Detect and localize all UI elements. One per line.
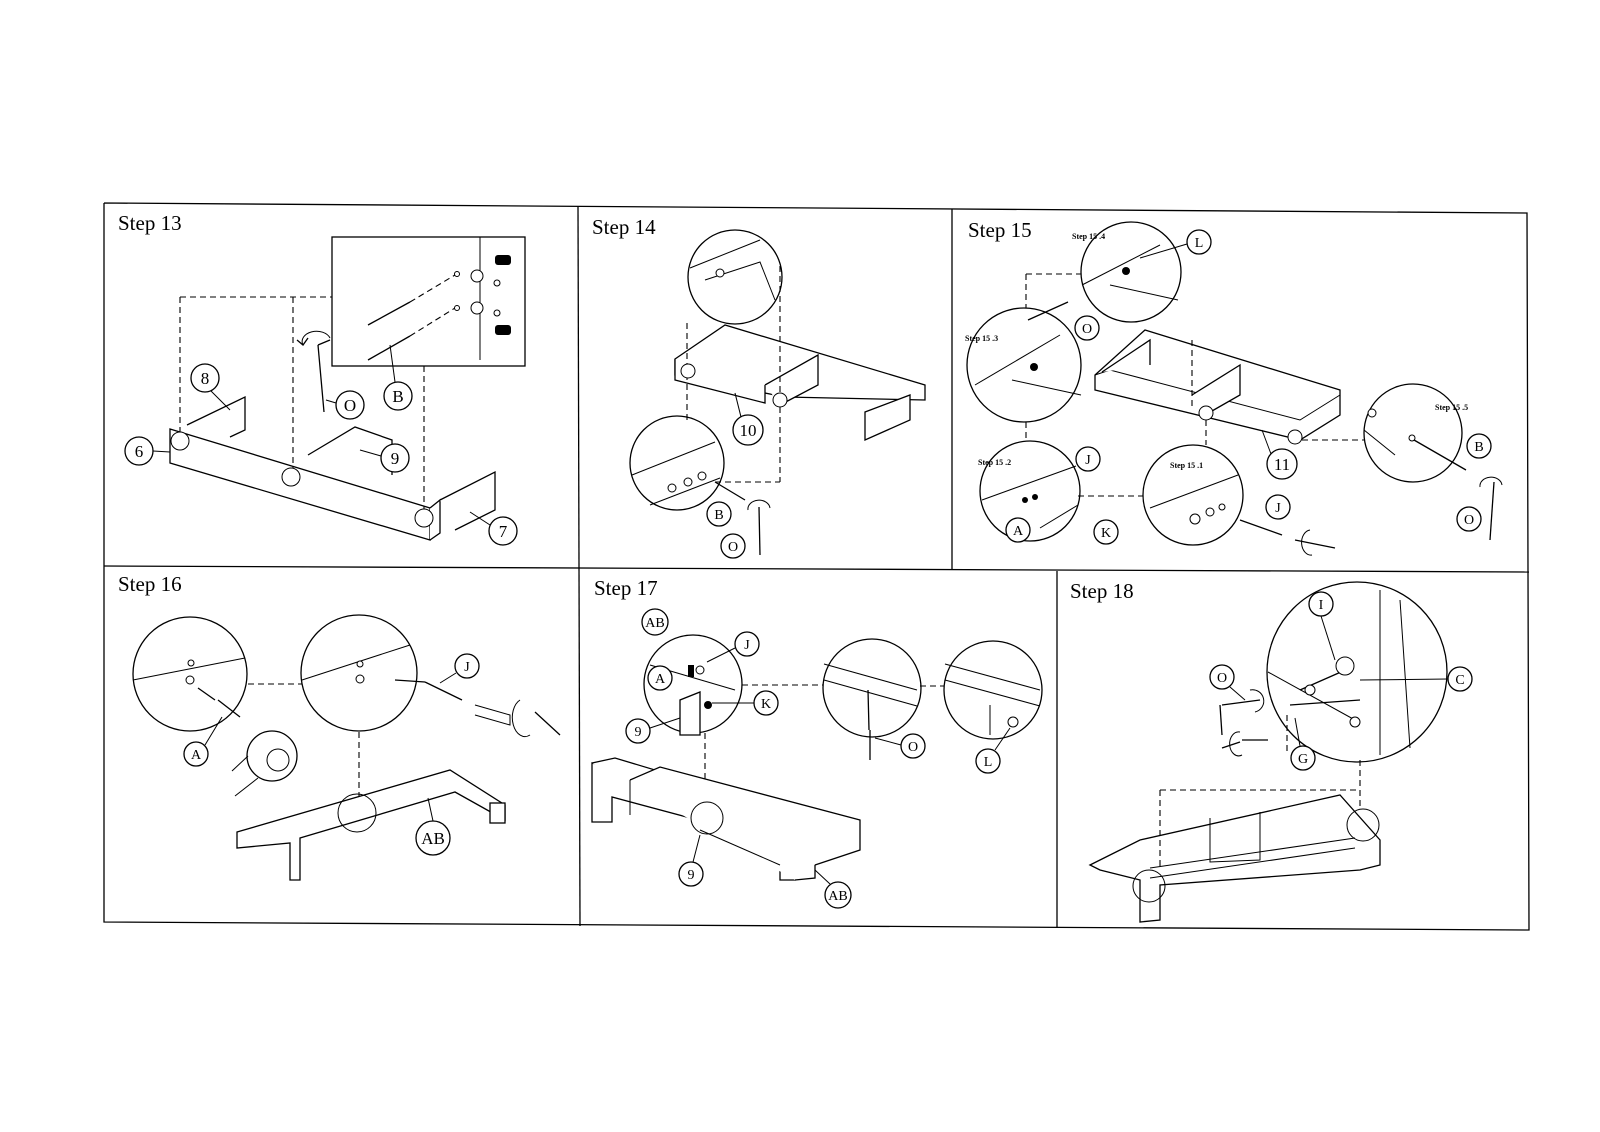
hardware-label-B-2: B	[1474, 440, 1483, 455]
hardware-label-K: K	[1101, 526, 1111, 541]
tool-label-O: O	[728, 540, 738, 555]
substep-15-2: Step 15 .2	[978, 458, 1011, 467]
step-16-title: Step 16	[118, 572, 182, 596]
step-15-callouts: L O J A K J 11 B O	[1005, 229, 1503, 556]
substep-15-3: Step 15 .3	[965, 334, 998, 343]
part-label-10: 10	[740, 421, 757, 440]
hardware-label-C: C	[1455, 673, 1464, 688]
step-14-title: Step 14	[592, 215, 656, 239]
step-16-detail-circles	[132, 614, 561, 815]
step-17-assembly	[591, 757, 861, 881]
step-14-detail-circles	[629, 229, 783, 511]
substep-15-5: Step 15 .5	[1435, 403, 1468, 412]
part-label-8: 8	[201, 369, 210, 388]
step-15-detail-circles: Step 15 .4 Step 15 .3 Step 15 .2 Step 15…	[965, 221, 1468, 546]
tool-label-O: O	[344, 396, 356, 415]
tool-label-O: O	[908, 740, 918, 755]
hardware-label-B: B	[392, 387, 403, 406]
step-14-cabinet	[674, 266, 926, 483]
tool-label-O: O	[1082, 322, 1092, 337]
step-17-callouts: AB J A K 9 O L 9 AB	[625, 608, 1011, 909]
hardware-label-K: K	[761, 697, 771, 712]
step-13-title: Step 13	[118, 211, 182, 235]
step-18-tools	[1219, 689, 1288, 757]
panel-step-14: Step 14 10	[592, 215, 926, 559]
step-18-detail-circle	[1266, 581, 1448, 763]
panel-step-16: Step 16	[118, 572, 561, 881]
part-label-6: 6	[135, 442, 144, 461]
hardware-label-A: A	[1013, 524, 1024, 539]
substep-15-1: Step 15 .1	[1170, 461, 1203, 470]
hardware-label-G: G	[1298, 752, 1308, 767]
part-label-AB: AB	[421, 829, 445, 848]
step-14-callouts: 10 B O	[706, 392, 771, 559]
panel-step-18: Step 18	[1070, 579, 1473, 923]
step-15-title: Step 15	[968, 218, 1032, 242]
step-16-base-frame	[236, 769, 506, 881]
panel-step-15: Step 15 Step 15 .4 Step 15 .3 Step 15 .2…	[965, 218, 1503, 556]
hardware-label-J: J	[744, 638, 750, 653]
part-label-AB: AB	[645, 616, 664, 631]
step-16-callouts: J A AB	[183, 653, 480, 856]
tool-label-O-2: O	[1464, 513, 1474, 528]
part-label-7: 7	[499, 522, 508, 541]
step-18-callouts: I O C G	[1209, 591, 1473, 771]
hardware-label-J: J	[1085, 453, 1091, 468]
panel-step-13: Step 13	[118, 211, 526, 546]
part-label-9: 9	[391, 449, 400, 468]
part-label-AB-2: AB	[828, 889, 847, 904]
step-17-detail-circles	[643, 634, 1043, 815]
part-label-11: 11	[1274, 455, 1290, 474]
hardware-label-J: J	[464, 660, 470, 675]
step-13-panel-assembly	[169, 296, 496, 541]
step-13-detail-inset	[331, 236, 526, 367]
part-label-9: 9	[635, 725, 642, 740]
step-18-cabinet	[1088, 760, 1381, 923]
hardware-label-L: L	[1195, 236, 1204, 251]
hardware-label-J-2: J	[1275, 501, 1281, 516]
step-13-callouts: 8 6 9 7 O B	[124, 344, 518, 546]
panel-grid	[103, 202, 1530, 931]
hardware-label-L: L	[984, 755, 993, 770]
hardware-label-A: A	[191, 748, 202, 763]
step-15-cabinet	[1025, 273, 1364, 497]
hardware-label-I: I	[1319, 598, 1324, 613]
step-18-title: Step 18	[1070, 579, 1134, 603]
hardware-label-B: B	[714, 508, 723, 523]
substep-15-4: Step 15 .4	[1072, 232, 1105, 241]
hardware-label-A: A	[655, 672, 666, 687]
panel-step-17: Step 17	[591, 576, 1043, 909]
tool-label-O: O	[1217, 671, 1227, 686]
part-label-9-2: 9	[688, 868, 695, 883]
step-16-wall-bracket	[231, 730, 298, 797]
step-17-title: Step 17	[594, 576, 658, 600]
